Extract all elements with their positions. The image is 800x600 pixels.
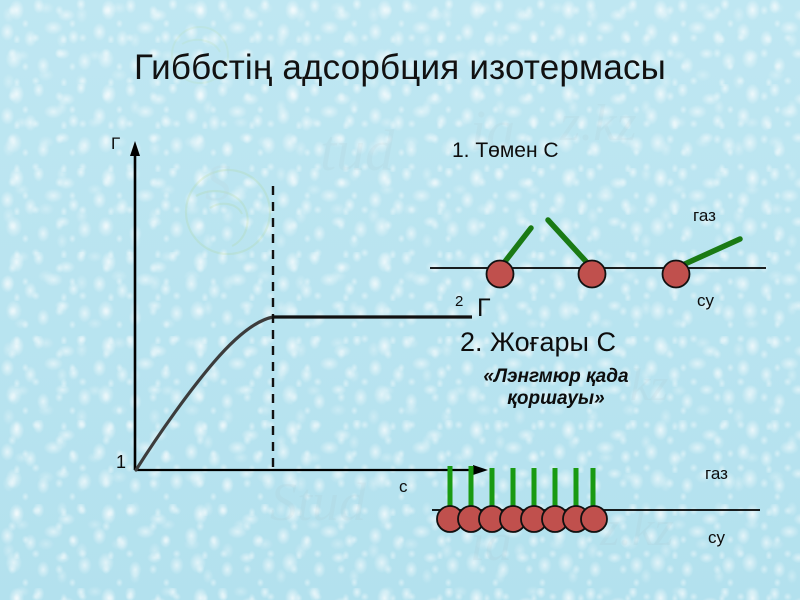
gas-label-top: газ [693,206,716,225]
molecule-tail [545,217,595,271]
x-axis-label: с [399,477,408,496]
molecule-head [580,505,608,533]
case-1-label: 1. Төмен С [452,139,559,162]
molecule-tail [673,236,743,271]
interface-diagram-low-concentration [430,217,766,289]
chart-axes [130,141,488,475]
case-2-label: 2. Жоғары С [460,327,616,357]
interface-diagram-high-concentration [432,466,760,533]
y-axis-label: Г [111,134,121,153]
plateau-number-label: 2 [455,293,464,310]
water-label-top: су [697,291,714,310]
page-title: Гиббстің адсорбция изотермасы [133,48,667,87]
case-2-sublabel: «Лэнгмюр қада қоршауы» [483,366,629,409]
molecule-head [661,259,691,289]
plateau-gamma-label: Г [477,294,491,322]
molecule-head [485,259,515,289]
origin-label: 1 [116,452,127,472]
molecule-head [577,259,607,289]
gas-label-bottom: газ [705,464,728,483]
water-label-bottom: су [708,528,725,547]
isotherm-curve [134,315,275,472]
